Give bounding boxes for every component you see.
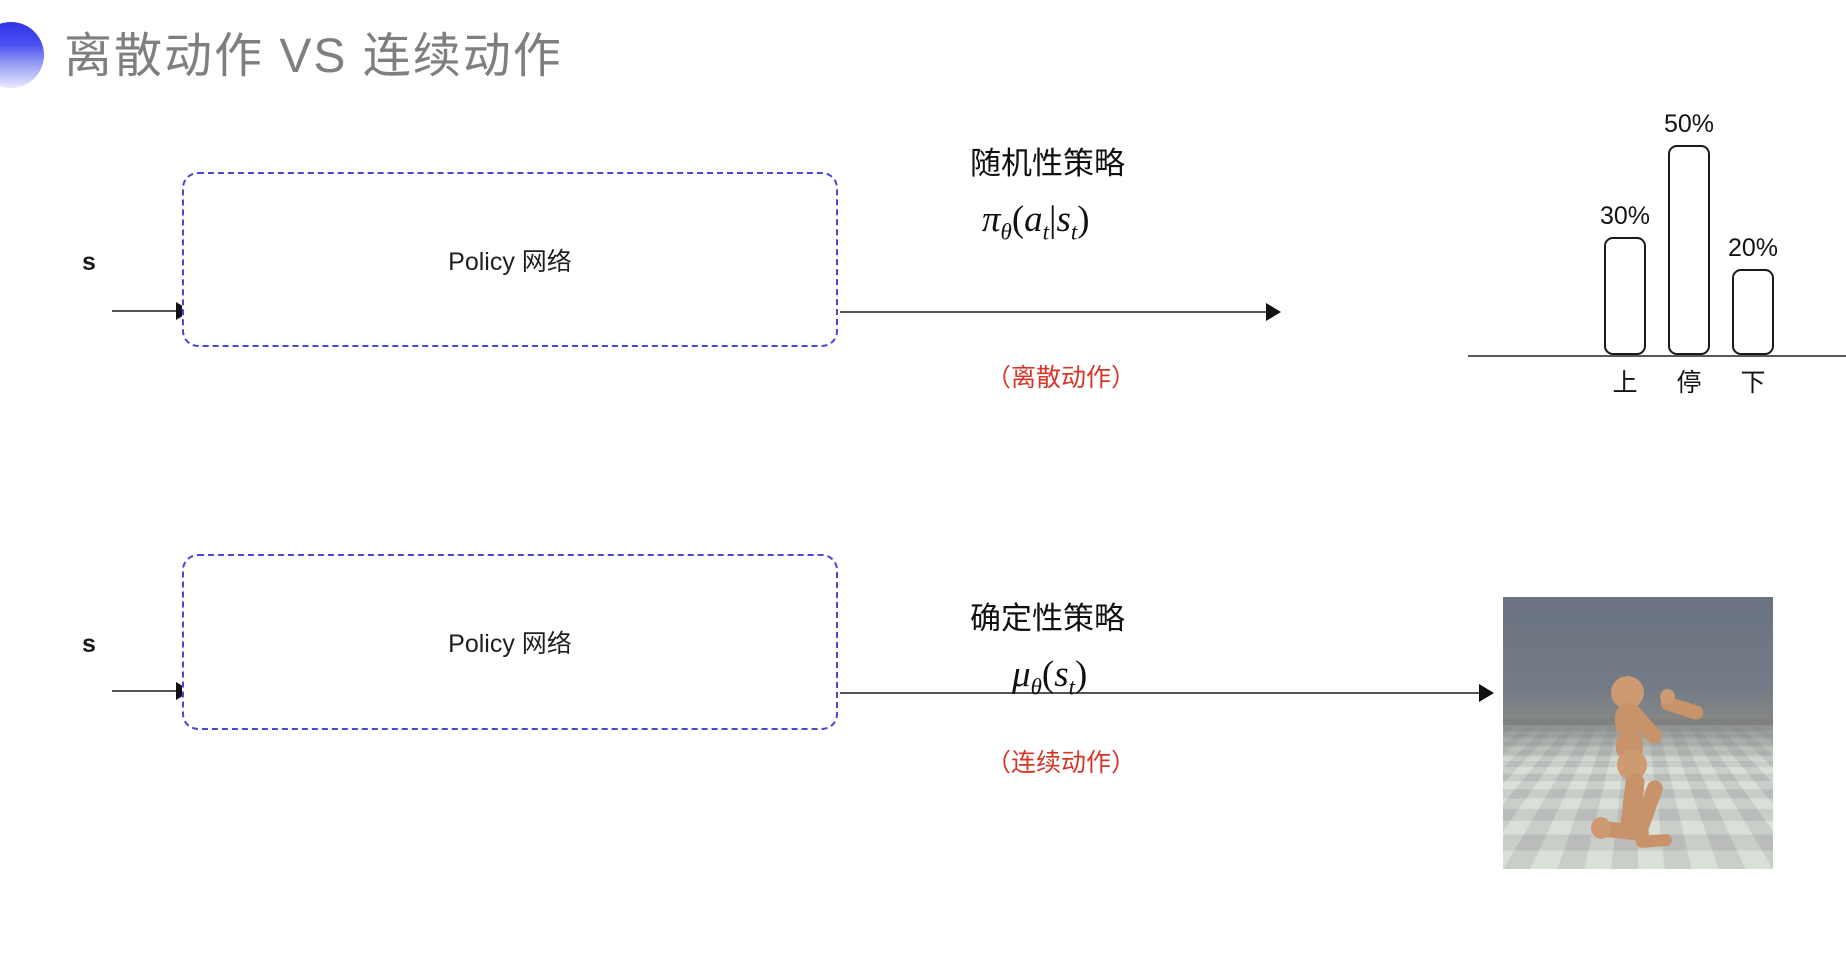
output-arrow-line-discrete [840, 311, 1272, 313]
policy-network-label-discrete: Policy 网络 [448, 247, 572, 276]
formula-mu-paren-close: ) [1074, 654, 1088, 695]
humanoid-foot [1635, 833, 1673, 849]
formula-mu-s-sub-t: t [1068, 674, 1075, 700]
bar-category-0: 上 [1612, 369, 1638, 397]
humanoid-hand [1660, 689, 1675, 704]
bar-rect-1 [1668, 145, 1710, 355]
formula-a: a [1024, 199, 1043, 240]
humanoid-knee [1591, 817, 1611, 839]
deterministic-policy-formula: μθ(st) [1012, 653, 1087, 700]
formula-mu-s: s [1054, 654, 1069, 695]
bar-category-1: 停 [1676, 369, 1702, 397]
humanoid-simulation-image [1503, 597, 1773, 869]
output-arrow-head-continuous [1479, 684, 1494, 702]
formula-pipe: | [1049, 199, 1057, 240]
input-arrow-line-discrete [112, 310, 180, 312]
chart-axis-line [1468, 355, 1846, 357]
output-arrow-head-discrete [1266, 303, 1281, 321]
bar-rect-2 [1732, 269, 1774, 355]
formula-mu-paren-open: ( [1041, 654, 1055, 695]
deterministic-policy-label: 确定性策略 [970, 601, 1125, 636]
output-arrow-line-continuous [840, 692, 1485, 694]
state-input-label-discrete: s [82, 248, 96, 276]
continuous-action-note: （连续动作） [986, 749, 1137, 777]
page-title: 离散动作 VS 连续动作 [64, 30, 563, 83]
formula-mu: μ [1012, 654, 1031, 695]
policy-network-label-continuous: Policy 网络 [448, 630, 572, 658]
stochastic-policy-formula: πθ(at|st) [982, 198, 1090, 245]
bar-rect-0 [1604, 237, 1646, 355]
formula-theta: θ [1000, 219, 1012, 245]
discrete-action-note: （离散动作） [986, 364, 1137, 392]
formula-s-sub-t: t [1070, 219, 1078, 245]
policy-network-box-discrete[interactable]: Policy 网络 [182, 172, 838, 347]
formula-a-sub-t: t [1042, 219, 1050, 245]
title-accent-circle [0, 22, 44, 88]
bar-category-2: 下 [1740, 369, 1766, 397]
stochastic-policy-label: 随机性策略 [970, 146, 1125, 181]
formula-pi: π [982, 199, 1001, 240]
formula-paren-close: ) [1077, 199, 1090, 240]
formula-s: s [1056, 199, 1071, 240]
formula-paren-open: ( [1011, 199, 1025, 240]
input-arrow-line-continuous [112, 690, 180, 692]
state-input-label-continuous: s [82, 630, 96, 658]
policy-network-box-continuous[interactable]: Policy 网络 [182, 554, 838, 730]
bar-value-1: 50% [1663, 110, 1715, 138]
bar-value-2: 20% [1727, 234, 1779, 262]
action-probability-bar-chart: 30% 50% 20% 上 停 下 [1468, 96, 1846, 401]
bar-value-0: 30% [1599, 202, 1651, 230]
formula-mu-theta: θ [1030, 674, 1042, 700]
